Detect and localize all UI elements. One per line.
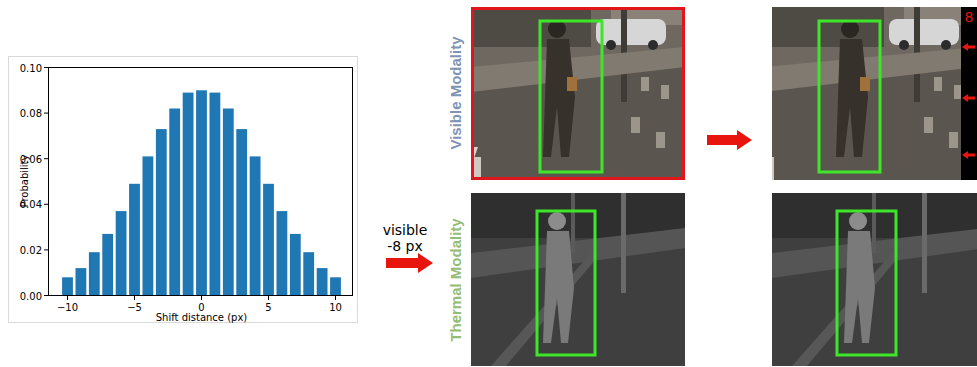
histogram-bars xyxy=(62,90,341,295)
red-arrow xyxy=(707,130,752,150)
padding-strip xyxy=(961,7,977,180)
histogram-bar xyxy=(210,93,221,296)
x-axis-title: Shift distance (px) xyxy=(156,312,248,323)
histogram-bar xyxy=(236,129,247,295)
histogram-bar xyxy=(156,129,167,295)
histogram-bar xyxy=(317,268,328,295)
plot-axes xyxy=(49,68,353,296)
histogram-bar xyxy=(76,268,87,295)
shift-arrows xyxy=(962,43,975,159)
shift-label: 8 xyxy=(965,10,974,25)
histogram-bar xyxy=(290,234,301,296)
y-tick-label: 0.02 xyxy=(20,244,42,255)
shift-label: -8 px xyxy=(387,239,423,254)
bounding-box xyxy=(537,211,595,355)
bounding-box xyxy=(837,211,896,355)
tick-marks xyxy=(44,68,336,301)
histogram-bar xyxy=(89,252,100,295)
histogram-bar xyxy=(223,109,234,296)
shift-label: visible xyxy=(383,223,428,238)
modality-label: Thermal Modality xyxy=(448,218,465,341)
highlight-border xyxy=(473,9,684,179)
histogram-bar xyxy=(303,252,314,295)
histogram-bar xyxy=(263,184,274,296)
histogram-bar xyxy=(183,93,194,296)
x-tick-label: 5 xyxy=(265,302,271,313)
histogram-bar xyxy=(129,184,140,296)
y-tick-label: 0.08 xyxy=(20,108,42,119)
histogram-bar xyxy=(277,211,288,295)
figure-frame xyxy=(9,57,358,323)
histogram-bar xyxy=(102,234,113,296)
y-tick-label: 0.00 xyxy=(20,290,42,301)
histogram-bar xyxy=(196,90,207,295)
x-tick-label: 0 xyxy=(198,302,204,313)
histogram-bar xyxy=(169,109,180,296)
histogram-bar xyxy=(116,211,127,295)
x-tick-label: −10 xyxy=(57,302,78,313)
histogram-bar xyxy=(330,277,341,295)
bounding-box xyxy=(540,21,602,172)
x-tick-label: −5 xyxy=(127,302,142,313)
histogram-bar xyxy=(143,156,154,295)
bounding-box xyxy=(819,21,880,172)
x-tick-label: 10 xyxy=(329,302,342,313)
red-arrow xyxy=(386,253,433,273)
modality-label: Visible Modality xyxy=(448,36,465,149)
histogram-bar xyxy=(250,156,261,295)
y-axis-title: Probability xyxy=(19,155,30,208)
y-tick-label: 0.10 xyxy=(20,62,42,73)
histogram-bar xyxy=(62,277,73,295)
